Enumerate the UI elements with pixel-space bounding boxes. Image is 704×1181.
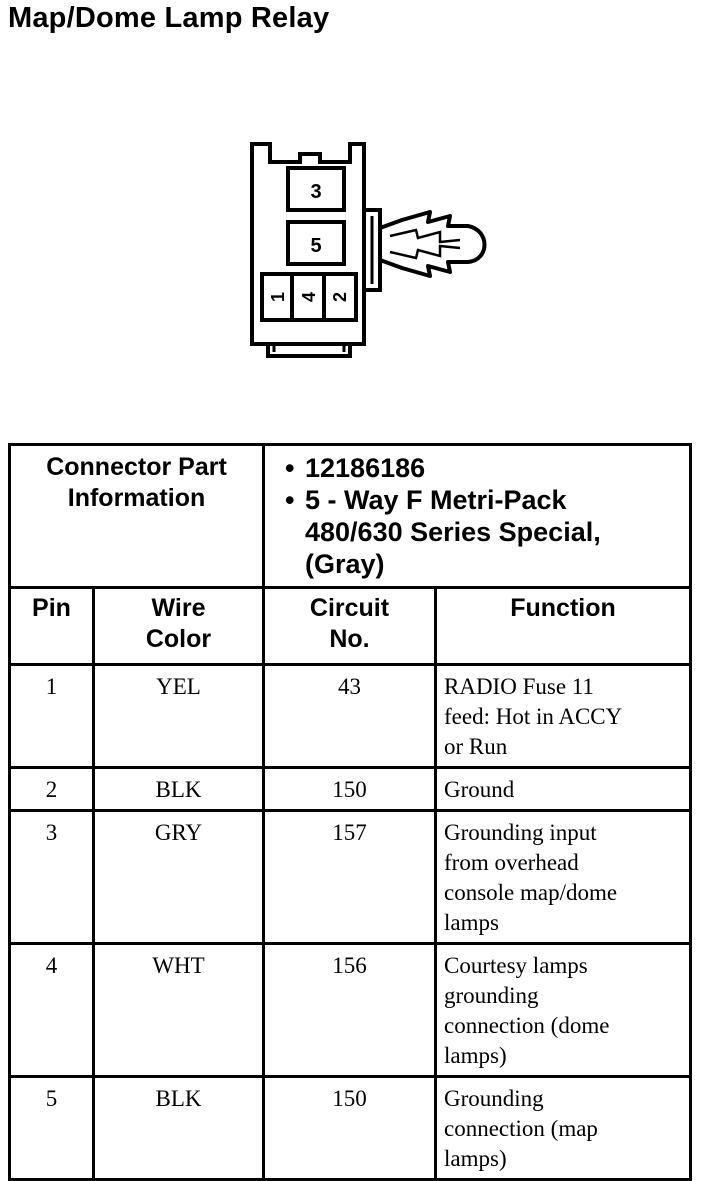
bullet-dot: • xyxy=(285,485,295,515)
part-info-label-line: Connector Part xyxy=(46,453,227,481)
column-header-pin: Pin xyxy=(8,586,95,666)
pin-cell: 2 xyxy=(8,766,95,812)
function-cell: Grounding input from overhead console map/… xyxy=(433,809,693,945)
part-info-label: Connector Part Information xyxy=(8,443,265,589)
pin-cell: 5 xyxy=(8,1075,95,1181)
function-line: from overhead xyxy=(444,850,579,875)
connector-info-table: Connector Part Information • 12186186 • … xyxy=(8,443,693,1181)
column-header-function: Function xyxy=(433,586,693,666)
function-line: feed: Hot in ACCY xyxy=(444,704,623,729)
column-header-text: Pin xyxy=(32,594,71,622)
connector-type-line: 5 - Way F Metri-Pack xyxy=(305,485,567,515)
part-number: 12186186 xyxy=(305,453,426,483)
wire-color-cell: BLK xyxy=(92,766,265,812)
column-header-text: Wire xyxy=(151,594,206,622)
part-number-bullet: • 12186186 xyxy=(285,452,689,484)
function-line: or Run xyxy=(444,734,508,759)
cavity-4-label: 4 xyxy=(299,292,319,302)
column-header-text: Function xyxy=(510,594,616,622)
connector-type-line: (Gray) xyxy=(305,549,385,579)
circuit-cell: 43 xyxy=(262,663,437,769)
column-header-wire-color: Wire Color xyxy=(92,586,265,666)
connector-housing xyxy=(250,142,366,346)
function-line: connection (dome xyxy=(444,1013,610,1038)
cavity-2-label: 2 xyxy=(330,292,350,302)
circuit-cell: 150 xyxy=(262,766,437,812)
wire-color-cell: GRY xyxy=(92,809,265,945)
function-line: lamps) xyxy=(444,1043,507,1068)
function-line: Courtesy lamps xyxy=(444,953,588,978)
column-header-text: No. xyxy=(329,625,370,653)
push-pin-clip xyxy=(379,210,487,278)
wire-color-cell: YEL xyxy=(92,663,265,769)
wire-color-cell: BLK xyxy=(92,1075,265,1181)
circuit-cell: 156 xyxy=(262,942,437,1078)
circuit-cell: 157 xyxy=(262,809,437,945)
function-line: grounding xyxy=(444,983,539,1008)
function-line: connection (map xyxy=(444,1116,598,1141)
function-line: lamps xyxy=(444,910,499,935)
function-line: Grounding xyxy=(444,1086,544,1111)
part-info-label-line: Information xyxy=(67,484,206,512)
pin-cell: 1 xyxy=(8,663,95,769)
pin-cell: 4 xyxy=(8,942,95,1078)
circuit-cell: 150 xyxy=(262,1075,437,1181)
pin-cell: 3 xyxy=(8,809,95,945)
column-header-text: Color xyxy=(145,625,212,653)
function-cell: Courtesy lamps grounding connection (dome l… xyxy=(433,942,693,1078)
part-info-values: • 12186186 • 5 - Way F Metri-Pack 480/63… xyxy=(261,443,693,589)
cavity-3 xyxy=(286,166,346,212)
function-line: console map/dome xyxy=(444,880,618,905)
connector-latch-block xyxy=(364,208,382,292)
page-title: Map/Dome Lamp Relay xyxy=(8,2,330,34)
function-line: RADIO Fuse 11 xyxy=(444,674,594,699)
cavity-row-lower xyxy=(260,272,358,322)
function-line: lamps) xyxy=(444,1146,507,1171)
function-line: Ground xyxy=(444,777,515,802)
function-cell: RADIO Fuse 11 feed: Hot in ACCY or Run xyxy=(433,663,693,769)
column-header-row: Pin Wire Color Circuit No. Function xyxy=(8,586,693,666)
connector-bottom-rail xyxy=(266,344,352,358)
bullet-dot: • xyxy=(285,453,295,483)
part-info-row: Connector Part Information • 12186186 • … xyxy=(8,443,693,589)
connector-face-diagram: 3 5 1 4 2 xyxy=(250,142,487,358)
cavity-3-label: 3 xyxy=(310,181,321,203)
cavity-1-label: 1 xyxy=(268,292,288,302)
connector-type-bullet: • 5 - Way F Metri-Pack 480/630 Series Sp… xyxy=(285,484,689,580)
function-line: Grounding input xyxy=(444,820,597,845)
cavity-5-label: 5 xyxy=(310,235,321,257)
column-header-text: Circuit xyxy=(309,594,390,622)
function-cell: Grounding connection (map lamps) xyxy=(433,1075,693,1181)
function-cell: Ground xyxy=(433,766,693,812)
cavity-5 xyxy=(286,220,346,266)
wire-color-cell: WHT xyxy=(92,942,265,1078)
column-header-circuit-no: Circuit No. xyxy=(262,586,437,666)
connector-type-line: 480/630 Series Special, xyxy=(305,517,601,547)
